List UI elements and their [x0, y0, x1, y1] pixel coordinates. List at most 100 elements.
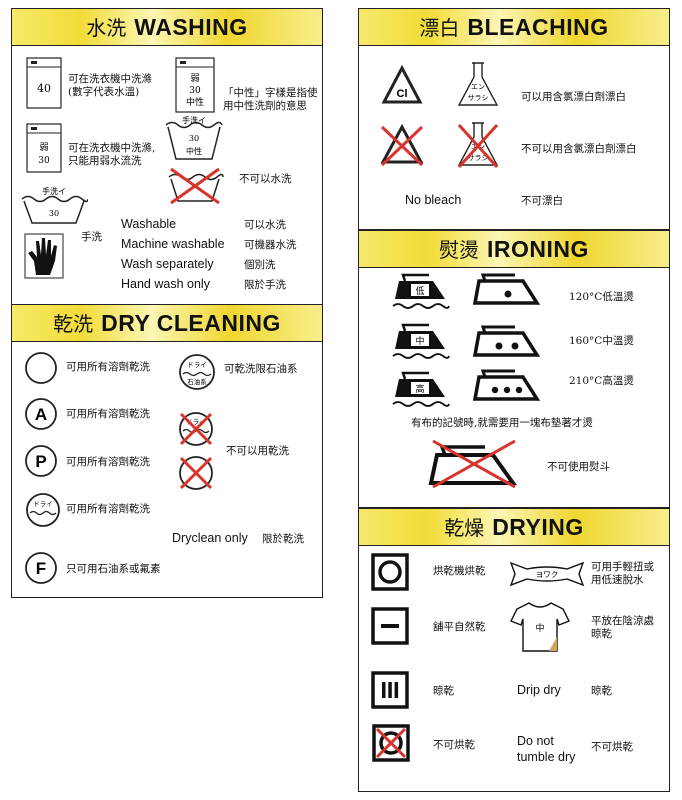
iron-low-label: 低 — [415, 285, 424, 297]
no-chlorine-bleach-icon — [380, 123, 424, 167]
drying-header: 乾燥 DRYING — [359, 509, 669, 546]
dry-clean-a-icon: A — [25, 398, 57, 430]
dry-clean-desc-a: 可用所有溶劑乾洗 — [66, 408, 150, 420]
dry-clean-a-letter: A — [35, 405, 47, 424]
mild-neutral-wash-icon: 弱 30 中性 — [175, 57, 215, 113]
dry-cleaning-title-en: DRY CLEANING — [101, 310, 281, 336]
washing-title-en: WASHING — [134, 14, 248, 40]
dry-clean-p-letter: P — [35, 452, 46, 471]
term-hand-only-zh: 限於手洗 — [244, 279, 286, 291]
washing-desc-no-wash: 不可以水洗 — [239, 173, 292, 185]
flat-dry-icon — [371, 607, 409, 645]
ironing-title-zh: 熨燙 — [439, 238, 480, 262]
bleaching-title-en: BLEACHING — [467, 14, 609, 40]
washing-desc-40: 可在洗衣機中洗滌 (數字代表水溫) — [68, 73, 152, 98]
no-flask-icon: エン サラシ — [457, 122, 499, 169]
no-iron-icon — [428, 439, 517, 489]
dryclean-only-zh: 限於乾洗 — [262, 533, 304, 545]
shirt-label: 中 — [535, 622, 544, 634]
no-tumble-dry-icon — [372, 724, 410, 762]
no-dry-clean-icon: ドライ — [179, 412, 213, 446]
dry-clean-desc-not: 不可以用乾洗 — [226, 445, 289, 457]
bleaching-header: 漂白 BLEACHING — [359, 9, 669, 46]
flask-label-2: サラシ — [468, 94, 489, 102]
mild-label: 弱 — [190, 73, 199, 84]
hand-wash-neutral-icon: 手洗イ 30 中性 — [165, 115, 223, 160]
mild-temp-label: 30 — [189, 86, 201, 96]
dry-clean-f-icon: F — [25, 552, 57, 584]
machine-mild-temp: 30 — [38, 156, 50, 166]
washing-title-zh: 水洗 — [86, 16, 127, 40]
wring-label: ヨワク — [536, 570, 559, 579]
flask-label-1: エン — [471, 83, 485, 91]
iron-high-label: 高 — [415, 383, 424, 395]
ironing-header: 熨燙 IRONING — [359, 231, 669, 268]
hand-wash-temp: 30 — [49, 209, 59, 218]
ironing-desc-not: 不可使用熨斗 — [547, 461, 610, 473]
machine-wash-40-icon: 40 — [26, 57, 62, 109]
hand-wash-icon: 手洗イ 30 — [21, 186, 88, 224]
petroleum-label: 石油系 — [187, 377, 207, 386]
dry-clean-petroleum-icon: ドライ 石油系 — [179, 354, 215, 390]
chlorine-bleach-icon: Cl — [381, 65, 423, 104]
washing-desc-hand: 手洗 — [81, 231, 102, 243]
ironing-desc-mid: 160°C中溫燙 — [569, 335, 634, 347]
machine-wash-40-label: 40 — [37, 82, 51, 95]
drip-dry-en: Drip dry — [517, 683, 561, 697]
term-separate-en: Wash separately — [121, 257, 214, 271]
shade-dry-shirt-icon: 中 — [510, 602, 570, 652]
petroleum-kana: ドライ — [187, 361, 207, 369]
dry-cleaning-header: 乾洗 DRY CLEANING — [12, 305, 322, 342]
chlorine-label: Cl — [397, 88, 408, 100]
no-flask-label-2: サラシ — [468, 154, 489, 162]
washing-desc-mild: 可在洗衣機中洗滌, 只能用弱水流洗 — [68, 142, 156, 167]
wring-icon: ヨワク — [509, 561, 585, 587]
tub-temp-label: 30 — [189, 134, 199, 143]
ironing-title-en: IRONING — [487, 236, 589, 262]
dry-clean-desc-dry: 可用所有溶劑乾洗 — [66, 503, 150, 515]
tub-neutral-label: 中性 — [186, 146, 202, 156]
no-dry-clean-kana: ドライ — [186, 418, 206, 426]
iron-mid-icon — [472, 325, 541, 357]
term-hand-only-en: Hand wash only — [121, 277, 210, 291]
line-dry-icon — [371, 671, 409, 709]
no-tumble-en: Do not tumble dry — [517, 734, 576, 764]
no-tumble-zh: 不可烘乾 — [591, 741, 633, 753]
do-not-wash-icon — [168, 167, 224, 205]
tumble-dry-icon — [371, 553, 409, 591]
tub-hand-label: 手洗イ — [182, 115, 206, 125]
iron-low-icon — [472, 273, 541, 305]
iron-high-cloth-icon: 高 — [392, 371, 450, 407]
bleaching-desc-not: 不可以用含氯漂白劑漂白 — [521, 143, 637, 155]
term-machine-zh: 可機器水洗 — [244, 239, 297, 251]
dry-cleaning-title-zh: 乾洗 — [53, 312, 94, 336]
machine-wash-mild-icon: 弱 30 — [26, 123, 62, 173]
dry-clean-kana-label: ドライ — [33, 500, 53, 508]
term-machine-en: Machine washable — [121, 237, 225, 251]
iron-mid-cloth-icon: 中 — [392, 323, 450, 359]
dry-clean-desc-any: 可用所有溶劑乾洗 — [66, 361, 150, 373]
drying-desc-line: 晾乾 — [433, 685, 454, 697]
dry-clean-desc-f: 只可用石油系或氟素 — [66, 563, 161, 575]
term-washable-zh: 可以水洗 — [244, 219, 286, 231]
no-bleach-en: No bleach — [405, 193, 462, 207]
dryclean-only-en: Dryclean only — [172, 531, 248, 545]
neutral-label: 中性 — [186, 96, 204, 108]
bleaching-title-zh: 漂白 — [419, 16, 460, 40]
iron-low-cloth-icon: 低 — [392, 273, 450, 309]
term-separate-zh: 個別洗 — [244, 259, 276, 271]
drying-desc-tumble: 烘乾機烘乾 — [433, 565, 486, 577]
no-dry-clean-plain-icon — [179, 456, 213, 490]
dry-clean-f-letter: F — [36, 559, 46, 578]
ironing-note: 有布的記號時,就需要用一塊布墊著才燙 — [411, 417, 593, 429]
iron-mid-label: 中 — [415, 335, 424, 347]
drying-title-zh: 乾燥 — [444, 516, 485, 540]
washing-header: 水洗 WASHING — [12, 9, 322, 46]
drying-title-en: DRYING — [492, 514, 584, 540]
machine-mild-label: 弱 — [39, 142, 48, 153]
dry-clean-any-icon — [25, 352, 57, 384]
